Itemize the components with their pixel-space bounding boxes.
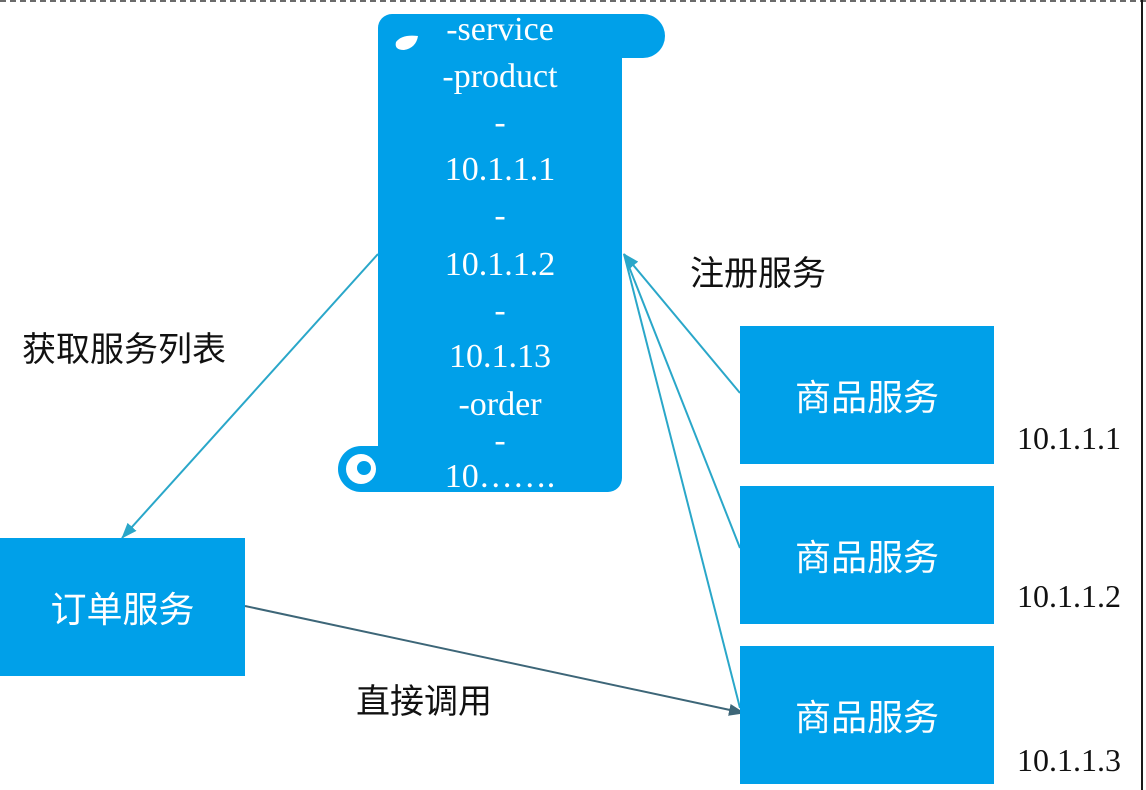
registry-line: 10.1.13 [449, 338, 551, 375]
registry-line: - [494, 104, 506, 141]
direct-call-arrow [244, 605, 745, 716]
scroll-top-curl [395, 35, 418, 50]
fetch-list-arrow [121, 253, 379, 539]
direct-call-label: 直接调用 [356, 682, 492, 722]
product-ip-label: 10.1.1.3 [1017, 742, 1121, 778]
register-arrow-2 [623, 253, 741, 549]
right-border-rule [1141, 0, 1143, 790]
registry-line: -service [446, 11, 554, 48]
product-service-box: 商品服务 [740, 326, 994, 464]
registry-line: - [494, 197, 506, 234]
top-border-rule [0, 0, 1146, 6]
product-ip-label: 10.1.1.2 [1017, 578, 1121, 614]
registry-line: 10.1.1.1 [444, 151, 556, 188]
register-arrow-3 [623, 253, 741, 709]
scroll-body [378, 14, 622, 492]
product-ip-label: 10.1.1.1 [1017, 420, 1121, 456]
product-service-box: 商品服务 [740, 486, 994, 624]
order-service-label: 订单服务 [50, 590, 195, 631]
register-arrow-1 [623, 253, 741, 394]
registry-line: -product [442, 58, 558, 95]
product-service-box: 商品服务 [740, 646, 994, 784]
registry-line: - [494, 422, 506, 459]
registry-scroll [338, 14, 665, 492]
registry-line: 10……. [444, 458, 556, 495]
registry-line: - [494, 292, 506, 329]
product-service-label: 商品服务 [794, 698, 939, 739]
registry-line: 10.1.1.2 [444, 246, 556, 283]
register-service-label: 注册服务 [690, 254, 826, 294]
registry-line: -order [458, 386, 542, 423]
product-service-label: 商品服务 [794, 538, 939, 579]
fetch-service-list-label: 获取服务列表 [22, 330, 226, 370]
order-service-box: 订单服务 [0, 538, 245, 676]
scroll-bottom-curl-inner [357, 461, 371, 475]
product-service-label: 商品服务 [794, 378, 939, 419]
